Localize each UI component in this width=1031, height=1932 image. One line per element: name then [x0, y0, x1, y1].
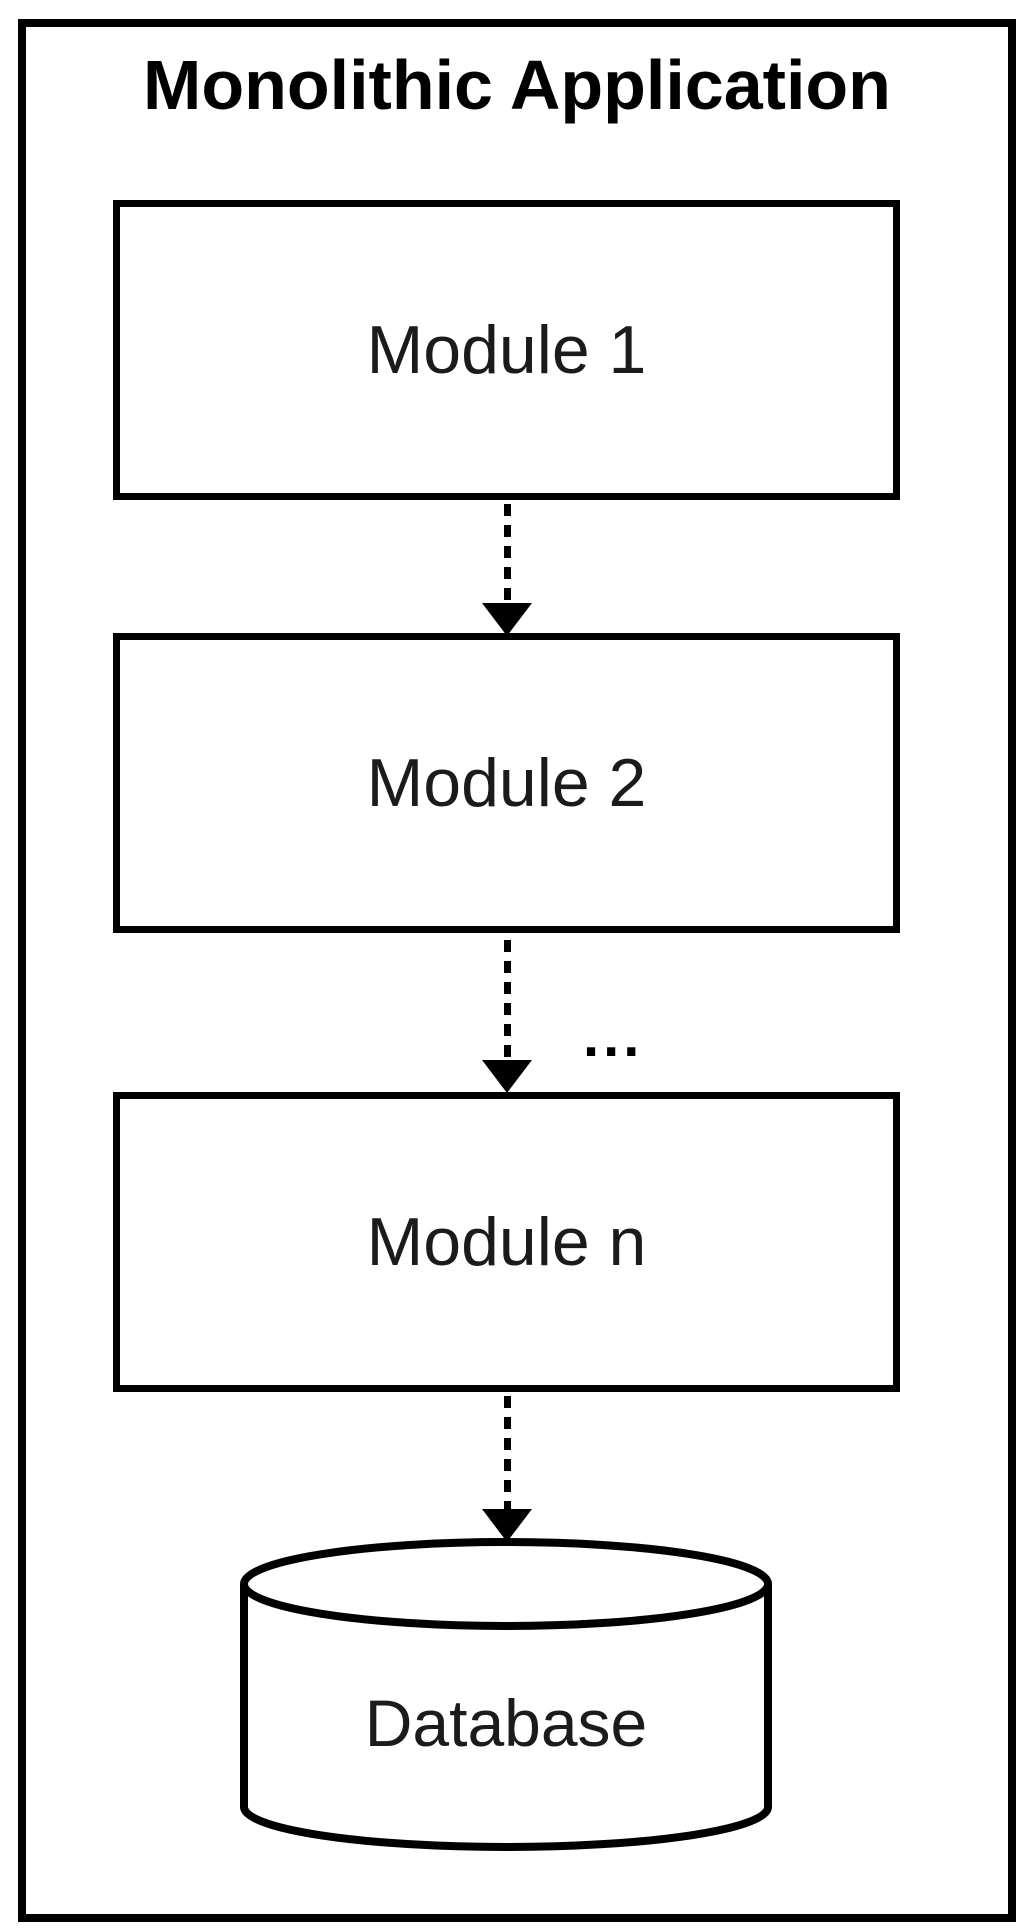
module-2-label: Module 2 [366, 745, 647, 821]
module-n-box: Module n [113, 1092, 900, 1392]
module-2-box: Module 2 [113, 633, 900, 933]
module-1-box: Module 1 [113, 200, 900, 500]
dashed-line [503, 504, 511, 603]
diagram-title: Monolithic Application [143, 46, 891, 124]
module-1-label: Module 1 [366, 312, 647, 388]
arrow-module1-to-module2 [482, 504, 532, 636]
database-cylinder-icon [240, 1538, 772, 1851]
module-n-label: Module n [366, 1204, 647, 1280]
arrow-module2-to-module-n [482, 940, 532, 1093]
arrow-module-n-to-database [482, 1396, 532, 1542]
arrowhead-icon [482, 1060, 532, 1093]
database-label: Database [364, 1686, 648, 1760]
arrowhead-icon [482, 603, 532, 636]
continuation-ellipsis: ... [583, 1004, 644, 1069]
arrowhead-icon [482, 1509, 532, 1542]
dashed-line [503, 940, 511, 1060]
dashed-line [503, 1396, 511, 1509]
